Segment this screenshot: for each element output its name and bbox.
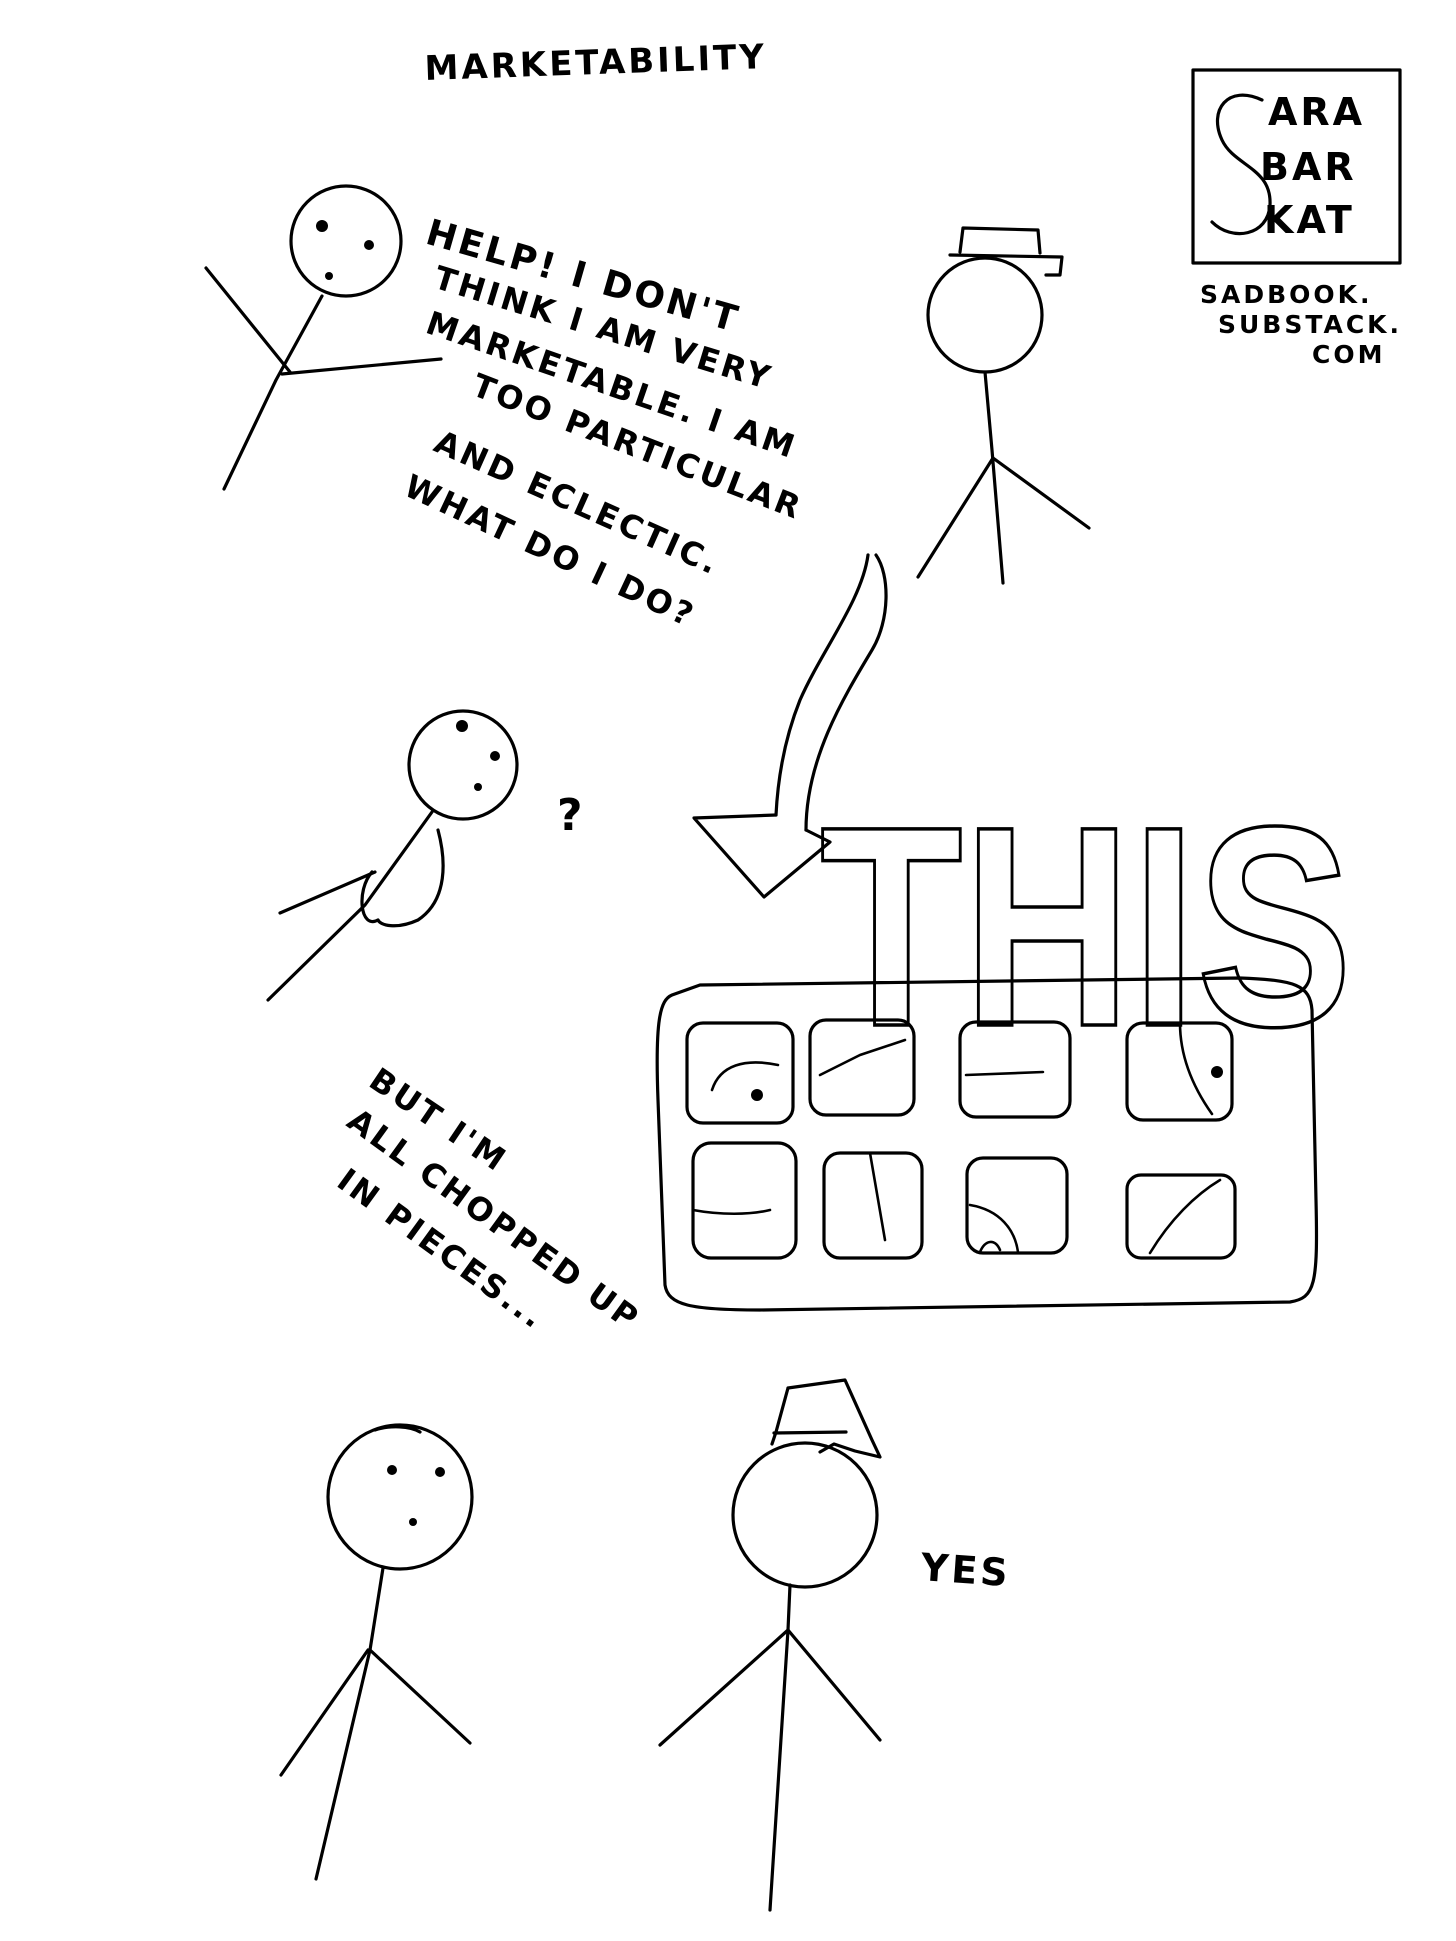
- site-line-1: SADBOOK.: [1200, 280, 1373, 309]
- author-logo: ARA BAR KAT: [1191, 68, 1402, 265]
- logo-line-2: BAR: [1260, 145, 1357, 189]
- stick-figure-bottom-hat: [658, 1378, 882, 1912]
- logo-line-3: KAT: [1264, 198, 1355, 242]
- big-this-lettering: THIS: [818, 766, 1354, 1087]
- stick-figure-confused: [266, 709, 519, 1002]
- speech-help: HELP! I DON'T THINK I AM VERY MARKETABLE…: [399, 212, 809, 635]
- question-mark: ?: [557, 790, 586, 841]
- logo-line-1: ARA: [1268, 90, 1365, 134]
- site-url: SADBOOK. SUBSTACK. COM: [1200, 280, 1402, 369]
- ice-cube-tray: [655, 976, 1319, 1312]
- stick-figure-asking: [204, 184, 443, 491]
- big-this-word: THIS: [820, 768, 1352, 1086]
- site-line-2: SUBSTACK.: [1218, 310, 1402, 339]
- reply-yes: YES: [918, 1545, 1012, 1595]
- site-line-3: COM: [1312, 340, 1385, 369]
- comic-title: MARKETABILITY: [424, 37, 768, 89]
- curved-arrow: [692, 553, 888, 899]
- stick-figure-bottom-left: [279, 1423, 474, 1881]
- stick-figure-hat-top: [916, 226, 1091, 585]
- speech-chopped: BUT I'M ALL CHOPPED UP IN PIECES...: [330, 1060, 647, 1338]
